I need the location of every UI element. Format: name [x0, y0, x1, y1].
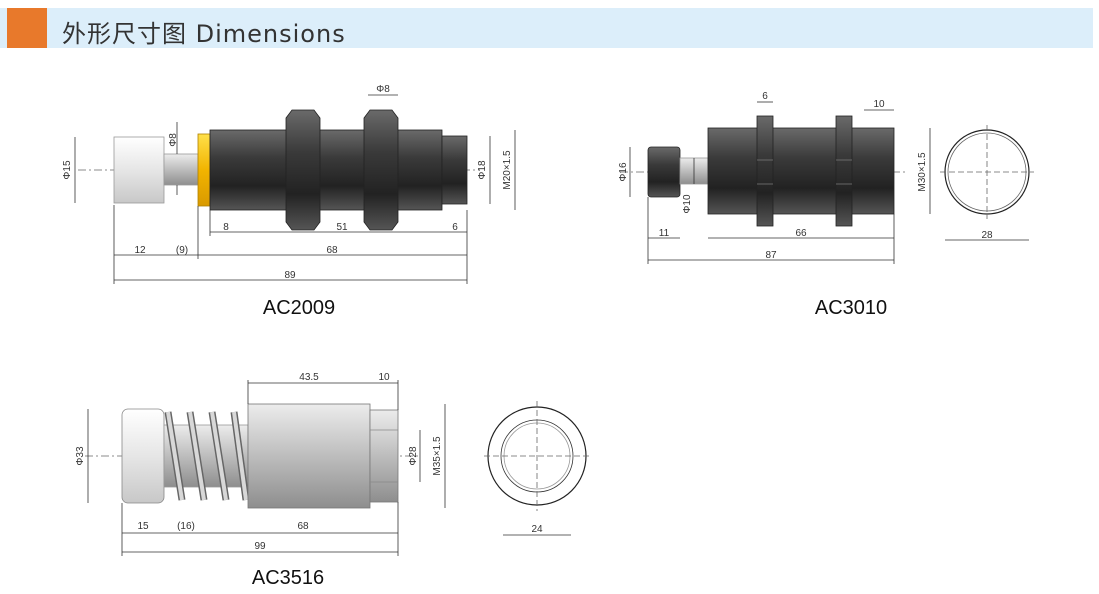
ac3516-dim-99: 99	[254, 541, 266, 552]
ac3516-dim-43-5: 43.5	[299, 372, 319, 383]
ac3010-dim-d10: Φ10	[682, 194, 693, 214]
ac3010-dim-10: 10	[873, 99, 885, 110]
ac2009-dim-d8-top: Φ8	[376, 84, 390, 95]
ac2009-dim-d15: Φ15	[62, 160, 73, 180]
ac2009-dim-d18: Φ18	[477, 160, 488, 180]
ac2009-dim-thread: M20×1.5	[502, 150, 513, 190]
drawing-ac2009	[74, 94, 516, 284]
ac3516-dim-10: 10	[378, 372, 390, 383]
ac2009-dim-68: 68	[326, 245, 338, 256]
model-label-ac3516: AC3516	[252, 567, 324, 589]
ac3010-dim-11: 11	[659, 228, 670, 239]
ac2009-dim-6: 6	[452, 222, 458, 233]
ac2009-dim-89: 89	[284, 270, 296, 281]
ac3516-dim-d28: Φ28	[408, 446, 419, 466]
header-title: 外形尺寸图 Dimensions	[62, 20, 346, 48]
ac3010-dim-6: 6	[762, 91, 768, 102]
ac3010-dim-d16: Φ16	[618, 162, 629, 182]
ac3010-dim-28: 28	[981, 230, 993, 241]
ac3516-dim-16: (16)	[177, 521, 195, 532]
drawing-ac3516	[85, 380, 590, 556]
ac3010-dim-thread: M30×1.5	[917, 152, 928, 192]
ac2009-dim-51: 51	[336, 222, 348, 233]
ac3516-dim-68: 68	[297, 521, 309, 532]
model-label-ac3010: AC3010	[815, 297, 887, 319]
drawing-ac3010	[620, 101, 1034, 264]
ac3516-dim-15: 15	[137, 521, 149, 532]
ac3010-dim-87: 87	[765, 250, 777, 261]
ac2009-dim-12: 12	[134, 245, 146, 256]
model-label-ac2009: AC2009	[263, 297, 335, 319]
ac3516-dim-24: 24	[531, 524, 543, 535]
header-accent-block	[7, 8, 47, 48]
ac2009-dim-8: 8	[223, 222, 229, 233]
ac2009-dim-9: (9)	[176, 245, 188, 256]
ac3516-dim-thread: M35×1.5	[432, 436, 443, 476]
ac2009-dim-d8-rod: Φ8	[168, 133, 179, 147]
section-header: 外形尺寸图 Dimensions	[0, 8, 1093, 48]
ac3010-dim-66: 66	[795, 228, 807, 239]
ac3516-dim-d33: Φ33	[75, 446, 86, 466]
